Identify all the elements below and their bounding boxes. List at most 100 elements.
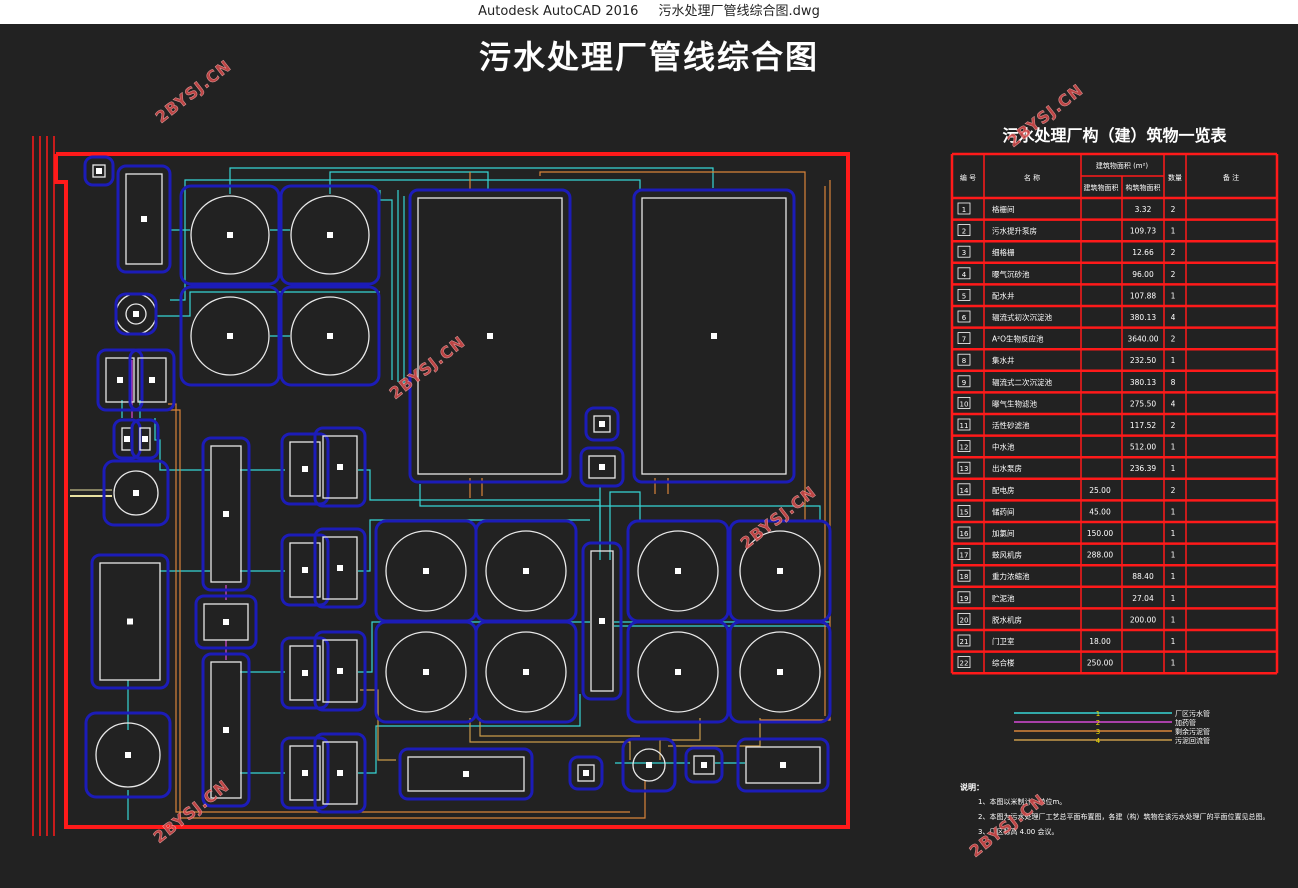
pipe-line	[329, 171, 489, 194]
row-no: 3	[962, 249, 966, 257]
row-qty: 2	[1171, 270, 1176, 279]
header-building: 建筑物面积	[1084, 183, 1119, 192]
pipe-line	[539, 171, 806, 520]
row-name: 辐流式二次沉淀池	[992, 377, 1052, 387]
structure	[289, 441, 321, 497]
structure	[203, 603, 249, 641]
pipe-line	[760, 180, 831, 721]
structures	[83, 155, 832, 814]
structure	[417, 197, 563, 475]
row-qty: 2	[1171, 248, 1176, 257]
row-name: 储药间	[992, 506, 1015, 516]
row-no: 7	[962, 336, 966, 344]
structure	[99, 562, 161, 681]
structure	[407, 756, 525, 792]
structure-outline	[621, 737, 677, 793]
structure-marker	[149, 377, 155, 383]
structure-outline	[626, 620, 730, 724]
structure-marker	[599, 618, 605, 624]
row-building: 18.00	[1089, 637, 1111, 646]
pipe-line	[229, 167, 714, 194]
pipe-line	[379, 190, 393, 380]
structure-marker	[599, 464, 605, 470]
row-structure: 117.52	[1130, 421, 1156, 430]
tank	[632, 748, 666, 782]
structure-marker	[117, 377, 123, 383]
legend-label: 剩余污泥管	[1175, 727, 1210, 736]
structure-marker	[675, 669, 681, 675]
row-name: 出水泵房	[992, 463, 1022, 473]
row-no: 21	[960, 638, 969, 646]
header-qty: 数量	[1168, 173, 1182, 182]
structure	[210, 661, 242, 799]
pipe-line	[154, 418, 210, 471]
row-no: 6	[962, 314, 967, 322]
row-qty: 1	[1171, 529, 1176, 538]
row-name: 辐流式初次沉淀池	[992, 312, 1052, 322]
row-number-box	[957, 288, 971, 301]
tank	[190, 296, 270, 376]
structure-marker	[337, 668, 343, 674]
structure-outline	[398, 747, 534, 801]
structure	[322, 536, 358, 600]
structure	[289, 542, 321, 598]
row-number-box	[957, 461, 971, 474]
row-no: 10	[960, 400, 969, 408]
row-structure: 3.32	[1135, 205, 1152, 214]
row-building: 25.00	[1089, 486, 1111, 495]
row-name: 污水提升泵房	[992, 226, 1037, 236]
structure-outline	[128, 348, 176, 412]
tank	[125, 303, 147, 325]
structure-marker	[223, 727, 229, 733]
legend-label: 厂区污水管	[1175, 709, 1210, 718]
legend-number: 1	[1096, 710, 1100, 718]
structure	[139, 427, 151, 451]
structure-outline	[280, 636, 330, 710]
structure	[322, 435, 358, 499]
structure-marker	[777, 568, 783, 574]
structure	[322, 741, 358, 805]
row-number-box	[957, 396, 971, 409]
pipe-line	[358, 621, 590, 673]
row-building: 250.00	[1087, 659, 1113, 668]
row-no: 17	[960, 552, 969, 560]
tank	[95, 722, 161, 788]
structure-marker	[463, 771, 469, 777]
pipe-line	[360, 689, 396, 761]
row-number-box	[957, 483, 971, 496]
row-qty: 1	[1171, 659, 1176, 668]
row-no: 16	[960, 530, 969, 538]
notes-title: 说明：	[960, 783, 984, 792]
row-number-box	[957, 332, 971, 345]
notes: 说明： 1、本图以米制计，单位m。 2、本图为污水处理厂工艺总平面布置图，各建（…	[960, 780, 1290, 840]
row-name: 活性砂滤池	[992, 420, 1030, 430]
legend-label: 污泥回流管	[1175, 736, 1210, 745]
structure-marker	[423, 568, 429, 574]
structure-outline	[584, 406, 620, 442]
drawing-canvas[interactable]: 污水处理厂管线综合图 污水处理厂构（建）筑物一览表 编 号名 称建筑物面积 (m…	[0, 24, 1298, 888]
row-structure: 107.88	[1130, 291, 1156, 300]
row-no: 2	[962, 228, 966, 236]
row-structure: 275.50	[1130, 399, 1156, 408]
row-structure: 200.00	[1130, 615, 1156, 624]
row-number-box	[957, 245, 971, 258]
row-no: 20	[960, 616, 969, 624]
structure	[641, 197, 787, 475]
row-number-box	[957, 418, 971, 431]
row-number-box	[957, 353, 971, 366]
structure-outline	[179, 184, 281, 286]
structure-marker	[125, 752, 131, 758]
tank	[290, 195, 370, 275]
structure-outline	[280, 736, 330, 810]
note-item: 3、厂区标高 4.00 会议。	[978, 828, 1059, 836]
structure-outline	[736, 737, 830, 793]
structure-outline	[116, 164, 172, 274]
row-no: 4	[962, 271, 967, 279]
tank	[385, 631, 467, 713]
structure-marker	[302, 466, 308, 472]
table-title: 污水处理厂构（建）筑物一览表	[1002, 126, 1227, 145]
row-number-box	[957, 504, 971, 517]
structure-outline	[684, 746, 724, 784]
